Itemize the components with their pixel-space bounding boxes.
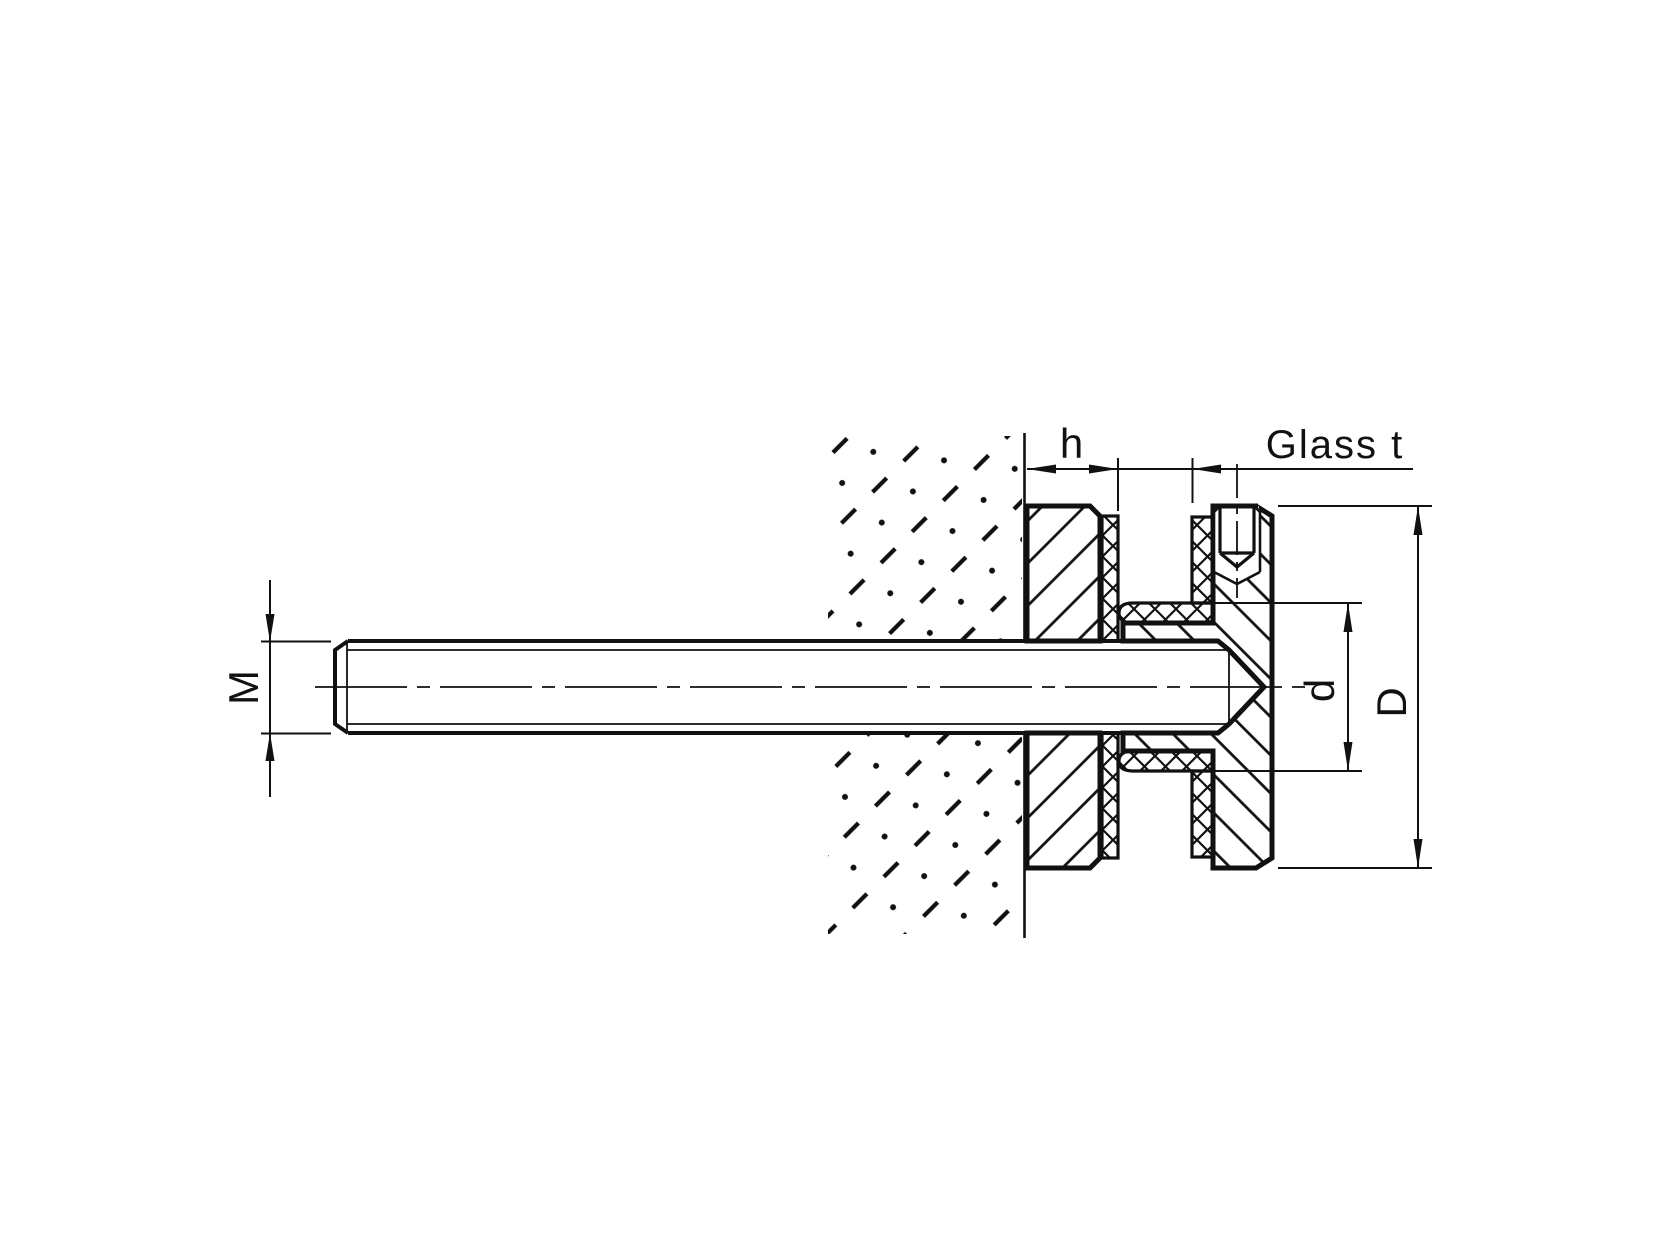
arrow-up-icon: [1343, 603, 1353, 632]
cap-face-gasket-lower: [1190, 769, 1215, 859]
glass-hole-gasket-ring-upper: [1117, 601, 1215, 625]
cap-face-gasket-upper: [1190, 515, 1215, 605]
label-thread-size: M: [220, 669, 267, 705]
dimension-glass-t: Glass t: [1192, 423, 1404, 474]
arrow-right-icon: [1089, 464, 1118, 474]
wall-spacer: [1024, 503, 1103, 871]
arrow-up-icon: [1413, 506, 1423, 535]
wall-spacer-upper: [1024, 503, 1103, 644]
label-standoff-height: h: [1060, 420, 1084, 467]
label-outer-diameter: D: [1368, 686, 1415, 717]
arrow-up-icon: [265, 733, 275, 761]
set-screw: [1212, 464, 1262, 598]
dimension-D: D: [1278, 505, 1432, 869]
wall-spacer-lower: [1024, 730, 1103, 871]
dimension-d: d: [1198, 602, 1362, 772]
label-inner-diameter: d: [1296, 678, 1343, 702]
dimension-M: M: [220, 580, 331, 797]
spacer-gasket-upper: [1100, 514, 1120, 643]
spacer-gaskets: [1100, 514, 1120, 860]
arrow-left-icon: [1027, 464, 1056, 474]
rod-thread-root-lines: [346, 642, 1230, 732]
glass-hole-gasket-ring-lower: [1117, 749, 1215, 773]
arrow-down-icon: [1343, 742, 1353, 771]
label-glass-thickness: Glass t: [1266, 423, 1404, 467]
spacer-gasket-lower: [1100, 731, 1120, 860]
dimension-h: h: [1027, 420, 1413, 511]
arrow-down-icon: [265, 614, 275, 642]
clamp-cap-body: [1120, 503, 1275, 871]
arrow-left-icon: [1192, 464, 1221, 474]
arrow-down-icon: [1413, 839, 1423, 868]
